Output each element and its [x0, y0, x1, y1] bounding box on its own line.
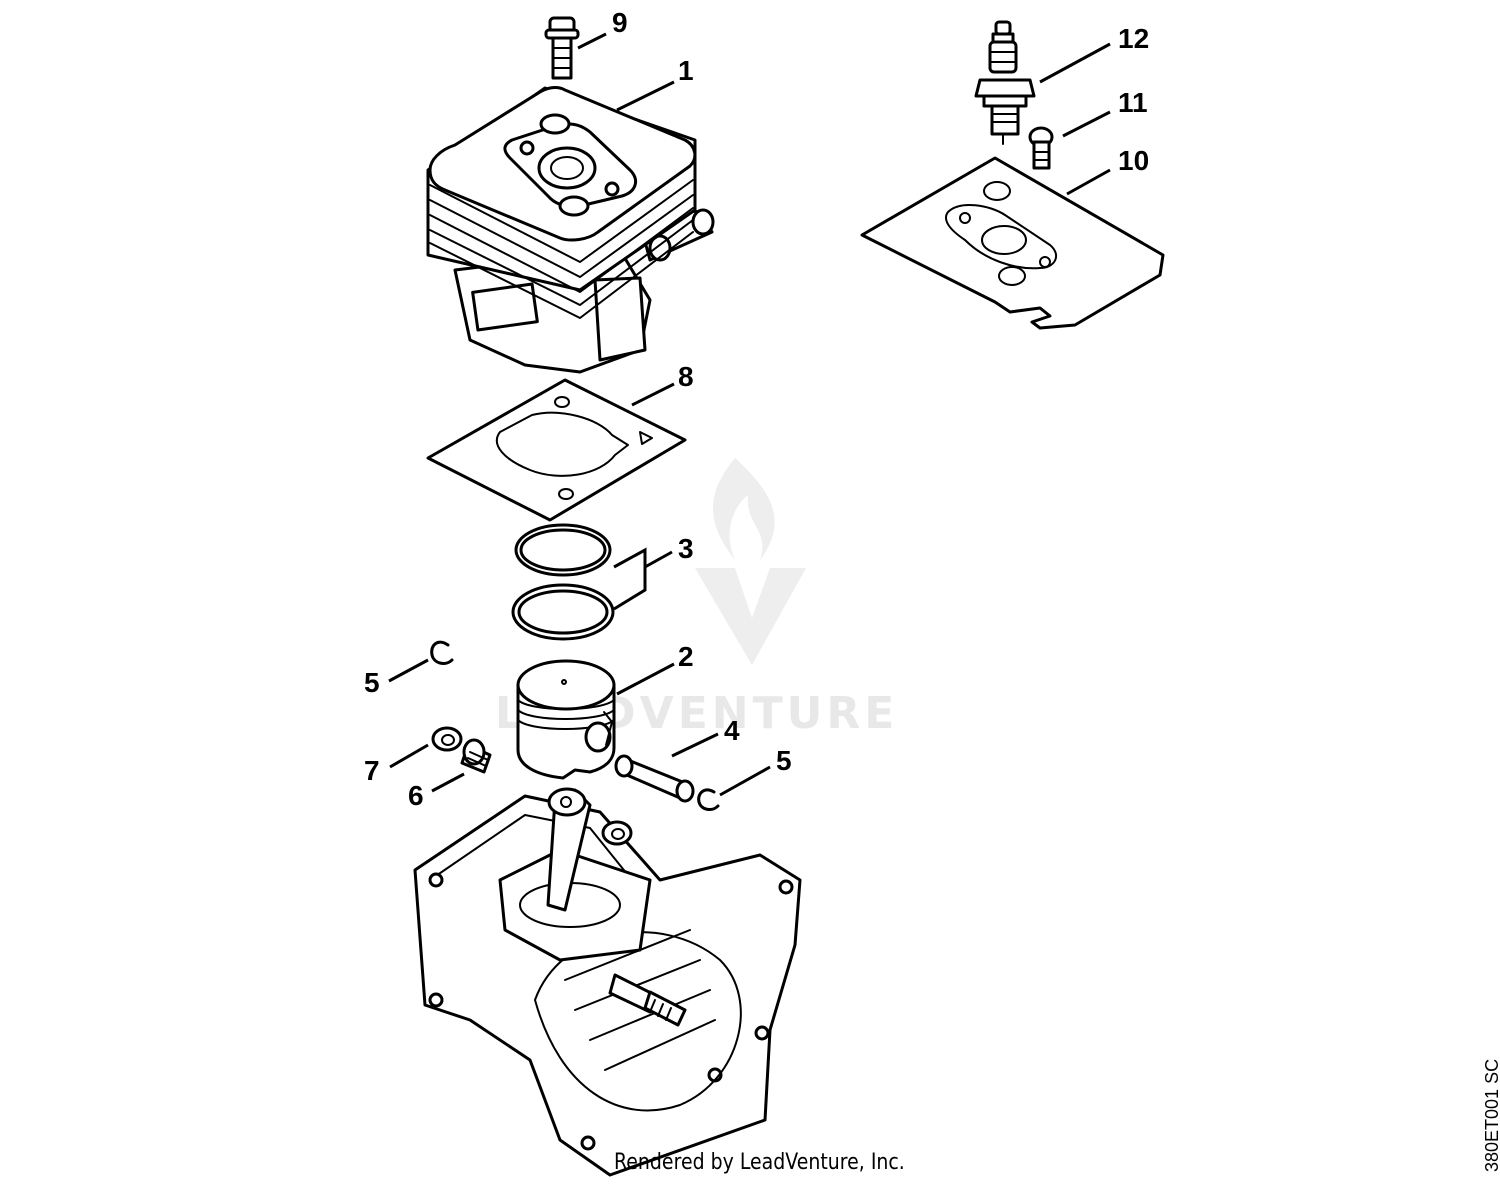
callout-2: 2 [678, 641, 694, 672]
needle-bearing-part-6 [460, 738, 492, 774]
leader-3 [613, 547, 647, 611]
leader-12 [1039, 42, 1111, 84]
circlip-part-5-left [430, 640, 454, 665]
callout-5-left: 5 [364, 667, 380, 698]
callout-3: 3 [678, 533, 694, 564]
render-credit: Rendered by LeadVenture, Inc. [614, 1150, 905, 1175]
base-gasket-part-8 [426, 378, 687, 522]
piston-rings-part-3 [511, 523, 615, 641]
piston-part-2 [516, 659, 616, 780]
leader-8 [631, 382, 675, 407]
callout-10: 10 [1118, 145, 1149, 176]
screw-part-11 [1028, 126, 1054, 170]
leader-9 [577, 32, 607, 50]
leader-7 [389, 743, 429, 769]
cylinder-part-1 [426, 86, 715, 374]
crankcase [413, 787, 802, 1177]
callout-5-right: 5 [776, 745, 792, 776]
thrust-washer-part-7 [431, 726, 463, 752]
crankshaft-seal [601, 820, 633, 846]
leader-10 [1066, 168, 1111, 196]
spark-plug-part-12 [974, 20, 1036, 145]
leader-2 [616, 662, 675, 696]
callout-12: 12 [1118, 23, 1149, 54]
callout-1: 1 [678, 55, 694, 86]
circlip-part-5-right [697, 788, 720, 811]
piston-pin-part-4 [614, 754, 695, 803]
exhaust-gasket-part-10 [860, 156, 1165, 330]
callout-7: 7 [364, 755, 380, 786]
callout-4: 4 [724, 715, 740, 746]
leader-1 [616, 80, 675, 112]
leader-4 [671, 732, 719, 758]
callout-9: 9 [612, 7, 628, 38]
screw-part-9 [544, 16, 580, 80]
diagram-code: 380ET001 SC [1482, 1058, 1500, 1172]
callout-8: 8 [678, 361, 694, 392]
leader-11 [1062, 110, 1111, 138]
leader-5-left [388, 658, 429, 683]
leader-3-tail [644, 550, 673, 569]
callout-11: 11 [1118, 87, 1148, 118]
callout-6: 6 [408, 780, 424, 811]
leader-5-right [719, 765, 771, 797]
leader-6 [431, 772, 465, 793]
